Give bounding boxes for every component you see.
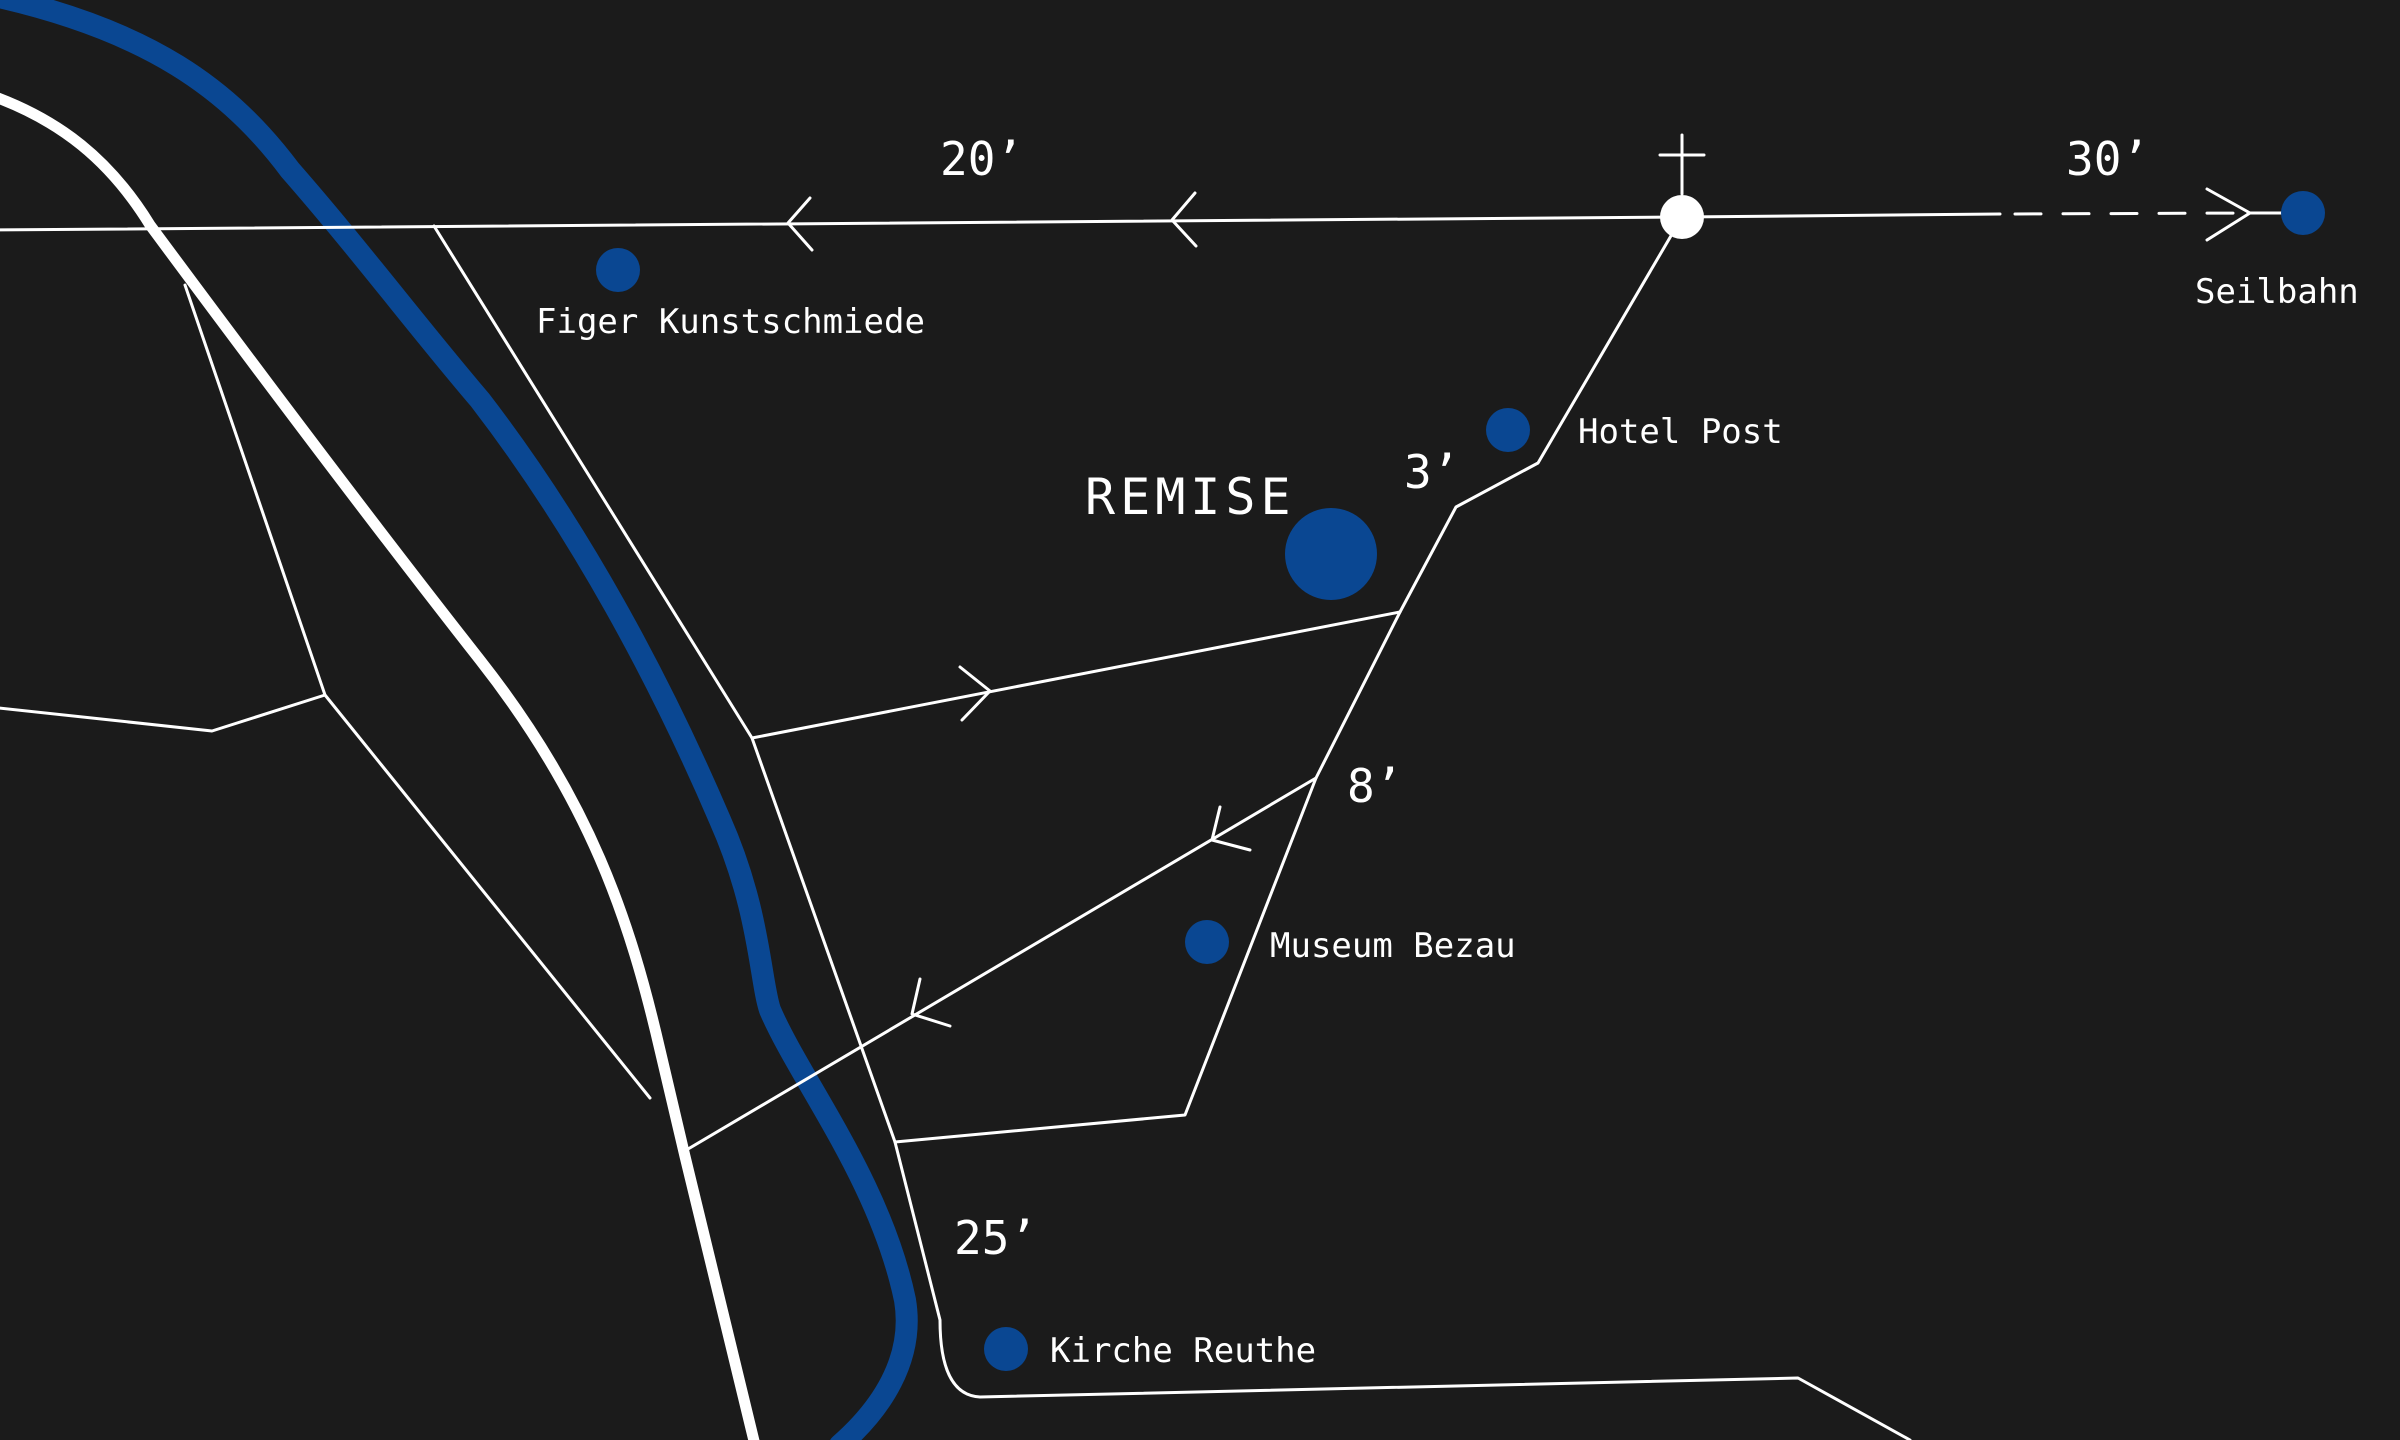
arrow-down-left-icon (910, 977, 952, 1028)
main-road (0, 92, 760, 1440)
time-label-kirche: 25’ (954, 1211, 1037, 1265)
time-label-west: 20’ (940, 132, 1023, 186)
arrow-right-icon (958, 665, 992, 722)
church-cross-icon (1658, 133, 1706, 239)
path-seilbahn-dashed (2013, 211, 2250, 216)
arrow-down-left-icon (1210, 805, 1252, 852)
path-hotel-post (893, 215, 1684, 1144)
poi-label-seilbahn: Seilbahn (2195, 272, 2359, 312)
arrow-left-icon (1170, 191, 1198, 248)
time-label-seilbahn: 30’ (2066, 132, 2149, 186)
poi-label-hotel-post: Hotel Post (1578, 412, 1783, 452)
poi-marker-remise[interactable] (1285, 508, 1377, 600)
arrow-right-icon (2205, 187, 2252, 242)
poi-label-kirche-reuthe: Kirche Reuthe (1050, 1331, 1316, 1371)
arrow-left-icon (786, 196, 814, 252)
path-west-diagonal (432, 224, 1912, 1440)
path-museum-west (681, 776, 1318, 1154)
poi-label-museum-bezau: Museum Bezau (1270, 926, 1516, 966)
remise-label: REMISE (1085, 468, 1296, 526)
path-to-remise (750, 610, 1402, 740)
time-label-museum: 8’ (1347, 759, 1402, 813)
path-far-west (183, 283, 652, 1100)
time-label-hotel-post: 3’ (1404, 445, 1459, 499)
river (0, 0, 918, 1440)
poi-label-figer: Figer Kunstschmiede (536, 302, 925, 342)
poi-marker-museum-bezau[interactable] (1185, 920, 1229, 964)
poi-marker-kirche-reuthe[interactable] (984, 1327, 1028, 1371)
poi-marker-seilbahn[interactable] (2281, 191, 2325, 235)
path-far-west-branch (0, 693, 327, 733)
poi-marker-figer[interactable] (596, 248, 640, 292)
poi-marker-hotel-post[interactable] (1486, 408, 1530, 452)
